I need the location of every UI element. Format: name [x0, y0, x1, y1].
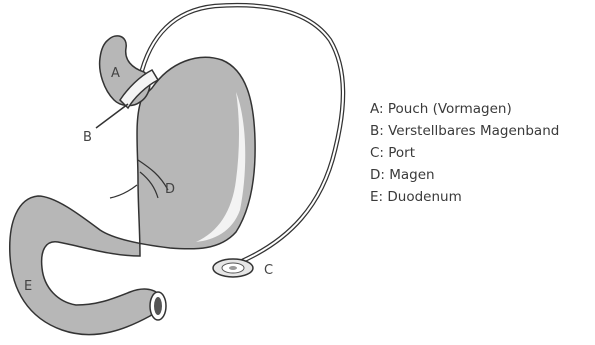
label-e: E [24, 279, 32, 294]
legend: A: Pouch (Vormagen) B: Verstellbares Mag… [370, 98, 559, 208]
legend-item-e: E: Duodenum [370, 186, 559, 208]
port [213, 259, 253, 277]
label-b-leader [96, 104, 128, 128]
label-c: C [264, 263, 273, 278]
label-a: A [111, 66, 120, 81]
legend-item-b: B: Verstellbares Magenband [370, 120, 559, 142]
label-d: D [165, 182, 175, 197]
label-b: B [83, 130, 92, 145]
legend-item-a: A: Pouch (Vormagen) [370, 98, 559, 120]
legend-item-d: D: Magen [370, 164, 559, 186]
legend-item-c: C: Port [370, 142, 559, 164]
